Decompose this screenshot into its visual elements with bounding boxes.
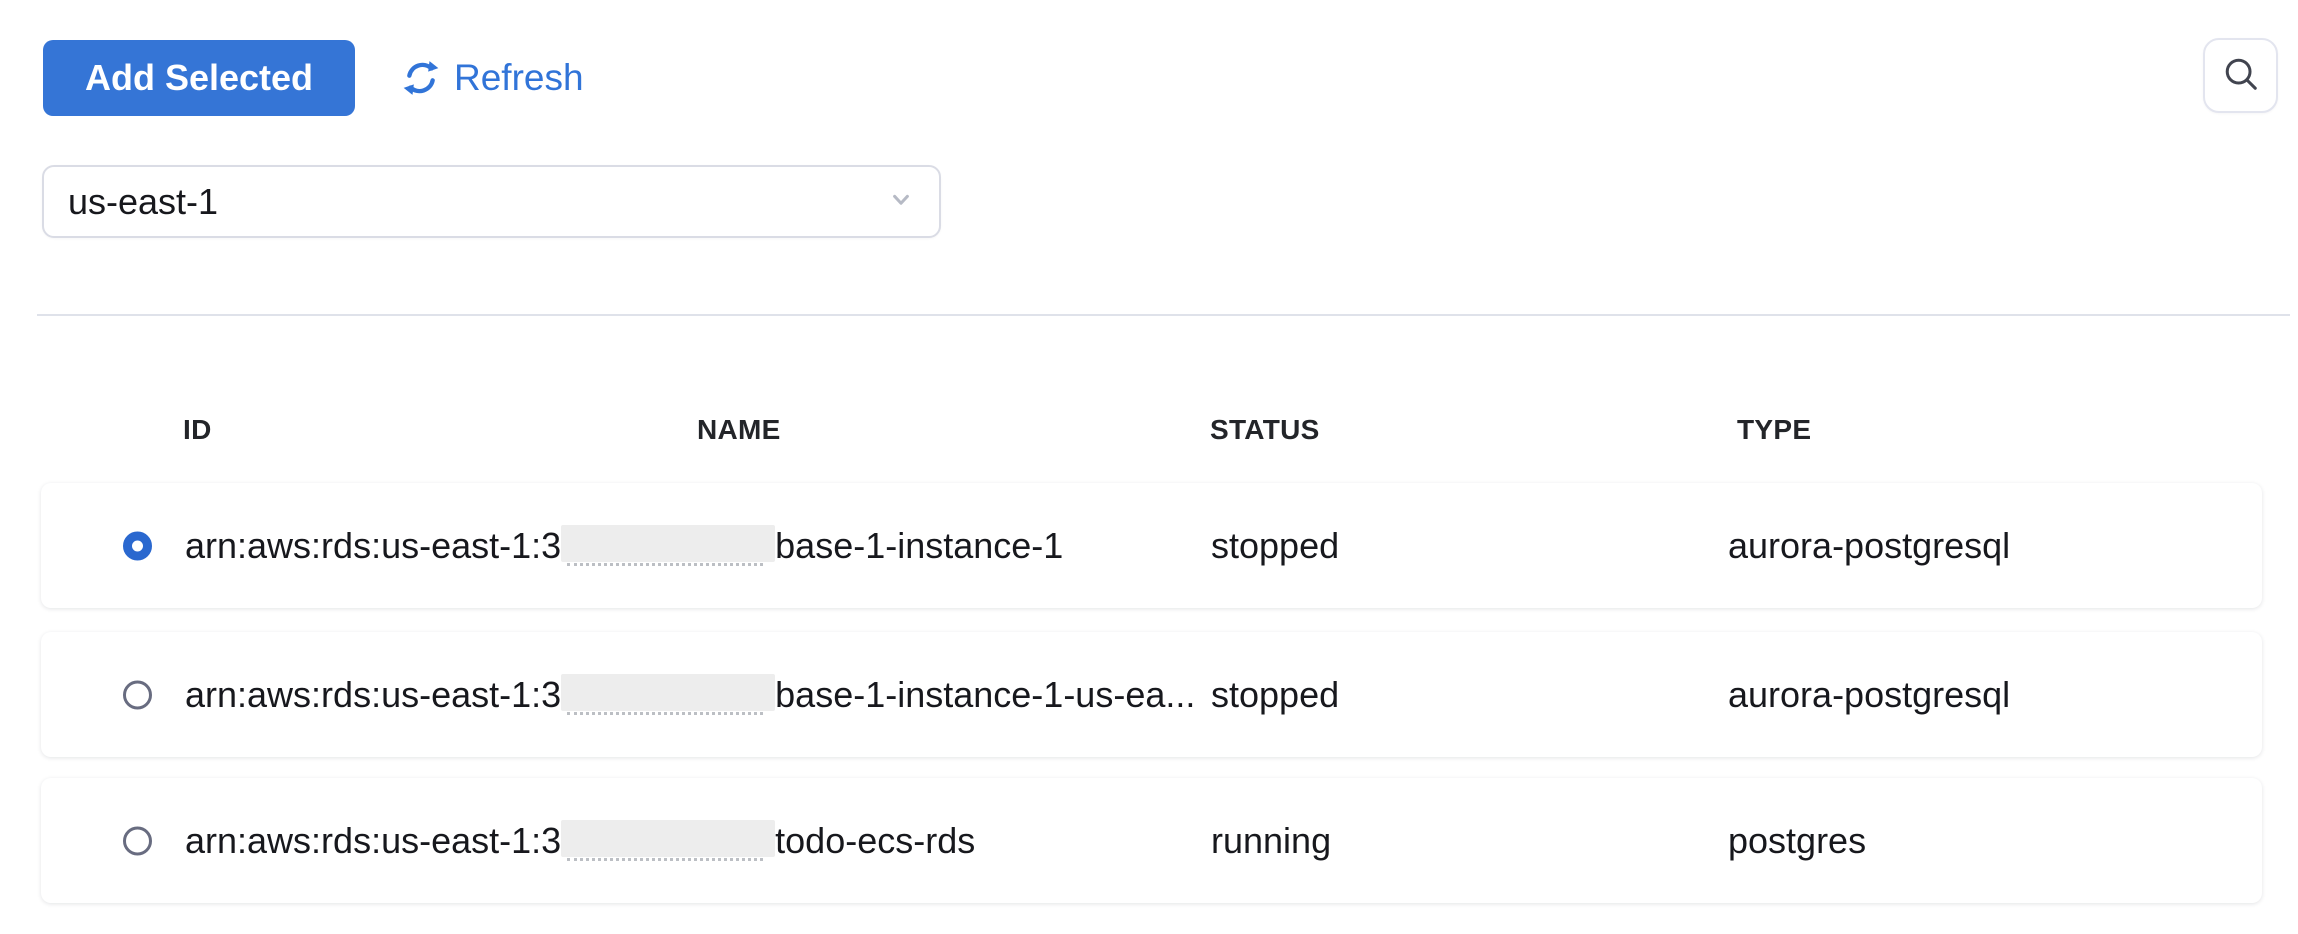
region-select-value: us-east-1	[68, 180, 219, 222]
refresh-icon	[401, 58, 441, 98]
refresh-label: Refresh	[454, 57, 584, 98]
name-text: base-1-instance-1	[775, 524, 1064, 566]
column-header-name: NAME	[697, 414, 781, 445]
status-value: running	[1211, 819, 1332, 861]
id-prefix-text: arn:aws:rds:us-east-1:3	[185, 819, 562, 861]
table-row[interactable]: arn:aws:rds:us-east-1:3 todo-ecs-rds runn…	[41, 778, 2262, 903]
chevron-down-icon	[885, 183, 917, 220]
row-id-name: arn:aws:rds:us-east-1:3 todo-ecs-rds	[185, 778, 975, 903]
name-text: todo-ecs-rds	[775, 819, 976, 861]
redaction-blur	[561, 672, 776, 718]
name-text: base-1-instance-1-us-ea...	[775, 673, 1196, 715]
status-value: stopped	[1211, 673, 1340, 715]
divider	[37, 314, 2290, 316]
radio-button[interactable]	[123, 680, 152, 709]
id-prefix-text: arn:aws:rds:us-east-1:3	[185, 524, 562, 566]
id-prefix-text: arn:aws:rds:us-east-1:3	[185, 673, 562, 715]
radio-button[interactable]	[123, 826, 152, 855]
add-selected-button[interactable]: Add Selected	[43, 40, 355, 116]
table-row[interactable]: arn:aws:rds:us-east-1:3 base-1-instance-1…	[41, 483, 2262, 608]
row-id-name: arn:aws:rds:us-east-1:3 base-1-instance-1…	[185, 632, 1195, 757]
column-header-id: ID	[183, 414, 212, 445]
column-header-type: TYPE	[1737, 414, 1812, 445]
refresh-button[interactable]: Refresh	[401, 40, 584, 116]
status-value: stopped	[1211, 524, 1340, 566]
row-id-name: arn:aws:rds:us-east-1:3 base-1-instance-1	[185, 483, 1063, 608]
redaction-blur	[561, 523, 776, 569]
search-icon	[2222, 55, 2260, 96]
radio-button[interactable]	[123, 531, 152, 560]
column-header-status: STATUS	[1210, 414, 1320, 445]
redaction-blur	[561, 818, 776, 864]
type-value: aurora-postgresql	[1728, 524, 2011, 566]
type-value: aurora-postgresql	[1728, 673, 2011, 715]
region-select[interactable]: us-east-1	[42, 165, 941, 238]
table-row[interactable]: arn:aws:rds:us-east-1:3 base-1-instance-1…	[41, 632, 2262, 757]
type-value: postgres	[1728, 819, 1867, 861]
search-button[interactable]	[2203, 38, 2278, 113]
